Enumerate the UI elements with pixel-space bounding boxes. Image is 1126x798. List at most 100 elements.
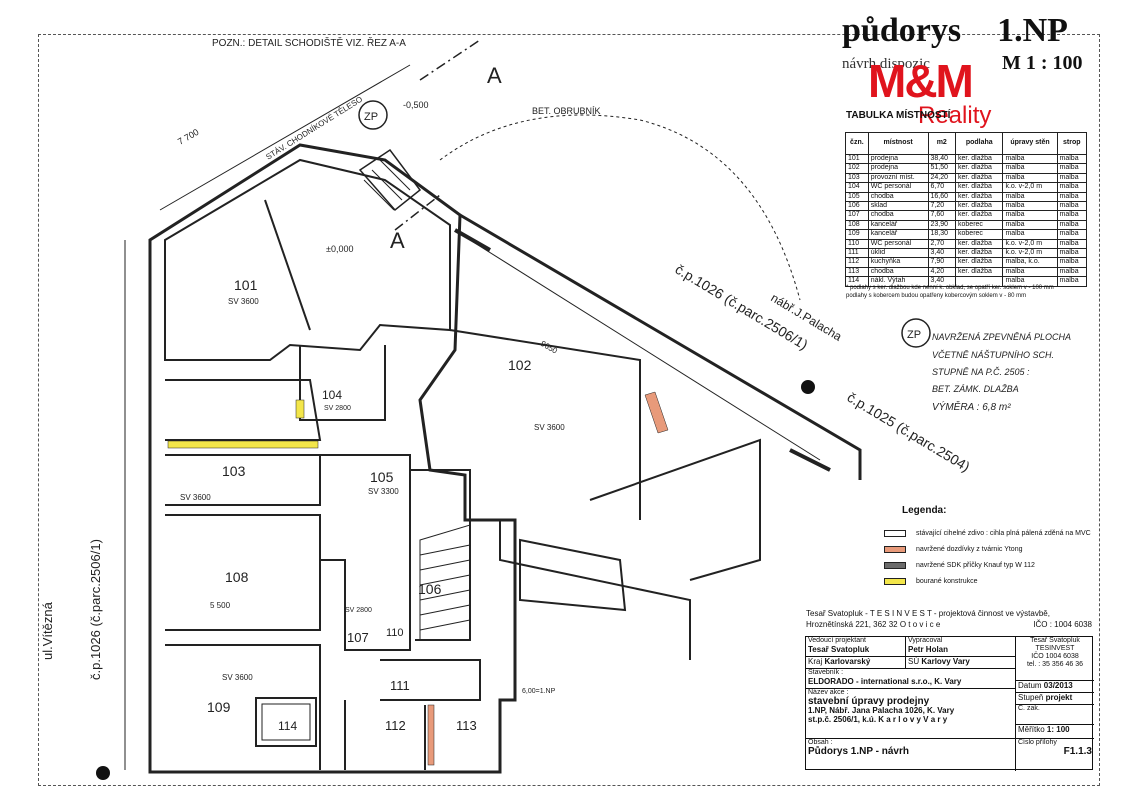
table-cell: 106 <box>845 201 869 212</box>
table-cell: 113 <box>845 266 869 278</box>
table-cell: malba <box>1056 257 1088 268</box>
table-cell: koberec <box>955 219 1004 231</box>
table-cell: malba <box>1002 163 1058 174</box>
dim-label: 9650 <box>539 339 559 356</box>
room-110: 110 <box>386 627 404 639</box>
table-cell: 24,20 <box>927 172 957 184</box>
room-112: 112 <box>385 718 406 733</box>
section-label: A <box>487 63 502 88</box>
table-cell: ker. dlažba <box>955 257 1004 268</box>
cell-date: Datum 03/2013 <box>1016 681 1094 693</box>
table-cell: malba <box>1056 266 1088 278</box>
zp-note: VČETNĚ NÁŠTUPNÍHO SCH. <box>932 350 1054 360</box>
drawing-subtitle: návrh dispozic <box>842 56 930 72</box>
room-107: 107 <box>347 630 369 645</box>
rooms-col-header: místnost <box>867 132 929 155</box>
table-cell: malba <box>1056 229 1088 240</box>
inner-wall <box>165 454 321 506</box>
table-cell: ker. dlažba <box>955 266 1004 278</box>
room-103: 103 <box>222 463 246 479</box>
rooms-col-header: čzn. <box>845 132 869 155</box>
legend-item: navržené dozdívky z tvárnic Ytong <box>884 541 1091 557</box>
table-cell: prodejna <box>867 153 929 165</box>
demolished-wall <box>295 399 305 419</box>
cell-client: Stavebník :ELDORADO - international s.r.… <box>806 669 1016 689</box>
title-block-header: Tesař Svatopluk - T E S I N V E S T - pr… <box>806 608 1092 630</box>
clear-height: SV 3600 <box>534 423 565 432</box>
table-cell: malba <box>1002 172 1058 184</box>
table-cell: ker. dlažba <box>955 172 1004 184</box>
table-cell: malba <box>1056 238 1088 250</box>
table-cell: prodejna <box>867 163 929 174</box>
window-strip <box>789 448 831 472</box>
table-cell: malba <box>1002 191 1058 203</box>
table-cell: malba <box>1056 182 1088 193</box>
table-cell: provozní míst. <box>867 172 929 184</box>
table-cell: 112 <box>845 257 869 268</box>
rooms-col-header: strop <box>1056 132 1088 155</box>
cell-contract: Č. zak. <box>1016 705 1094 725</box>
table-cell: úklid <box>867 248 929 259</box>
inner-wall <box>165 514 321 631</box>
firm-ico: IČO : 1004 6038 <box>1033 620 1092 629</box>
inner-wall <box>410 469 471 641</box>
table-cell: 2,70 <box>927 238 957 250</box>
cell-su: SÚ Karlovy Vary <box>906 657 1016 669</box>
level-label: -0,500 <box>403 100 429 110</box>
table-cell: 4,20 <box>927 266 957 278</box>
clear-height: SV 2800 <box>345 607 372 614</box>
drawing-scale: M 1 : 100 <box>1002 52 1083 74</box>
survey-point <box>801 380 815 394</box>
room-108: 108 <box>225 569 249 585</box>
table-cell: ker. dlažba <box>955 163 1004 174</box>
table-cell: k.o. v-2,0 m <box>1002 248 1058 259</box>
table-cell: kancelář <box>867 229 929 240</box>
firm-address: Hroznětínská 221, 362 32 O t o v i c e <box>806 620 941 629</box>
dim-label: 7 700 <box>176 127 201 147</box>
floor-note-line: * podlahy s ker. dlažbou kde nenní k. ob… <box>846 285 1054 291</box>
stair-106 <box>419 524 471 641</box>
table-cell: 110 <box>845 238 869 250</box>
rooms-col-header: m2 <box>927 132 957 155</box>
cell-project-name: Název akce : stavební úpravy prodejny 1.… <box>806 689 1016 739</box>
room-109: 109 <box>207 699 231 715</box>
cell-content: Obsah :Půdorys 1.NP - návrh <box>806 739 1016 771</box>
table-cell: 103 <box>845 172 869 184</box>
room-104: 104 <box>322 388 342 402</box>
room-105: 105 <box>370 469 394 485</box>
zp-label: ZP <box>364 111 378 123</box>
table-cell: malba <box>1056 248 1088 259</box>
table-cell: 16,60 <box>927 191 957 203</box>
table-cell: 107 <box>845 210 869 221</box>
table-cell: malba <box>1002 229 1058 240</box>
table-cell: 108 <box>845 219 869 231</box>
table-cell: malba <box>1002 210 1058 221</box>
table-cell: malba <box>1056 276 1088 287</box>
zp-note: VÝMĚRA : 6,8 m² <box>932 400 1011 413</box>
inner-wall <box>380 659 481 701</box>
legend-title: Legenda: <box>902 505 947 516</box>
floor-note-line: podlahy s kobercem budou opatřeny koberc… <box>846 293 1027 299</box>
zp-note: STUPNĚ NA P.Č. 2505 : <box>932 367 1030 377</box>
room-106: 106 <box>418 581 442 597</box>
curb-label: BET. OBRUBNÍK <box>532 106 601 116</box>
table-cell: ker. dlažba <box>955 238 1004 250</box>
cell-stage: Stupeň projekt <box>1016 693 1094 705</box>
table-cell: chodba <box>867 266 929 278</box>
demolished-wall <box>167 440 319 449</box>
table-cell: 101 <box>845 153 869 165</box>
curb-curve <box>439 114 801 301</box>
table-cell: malba <box>1056 219 1088 231</box>
